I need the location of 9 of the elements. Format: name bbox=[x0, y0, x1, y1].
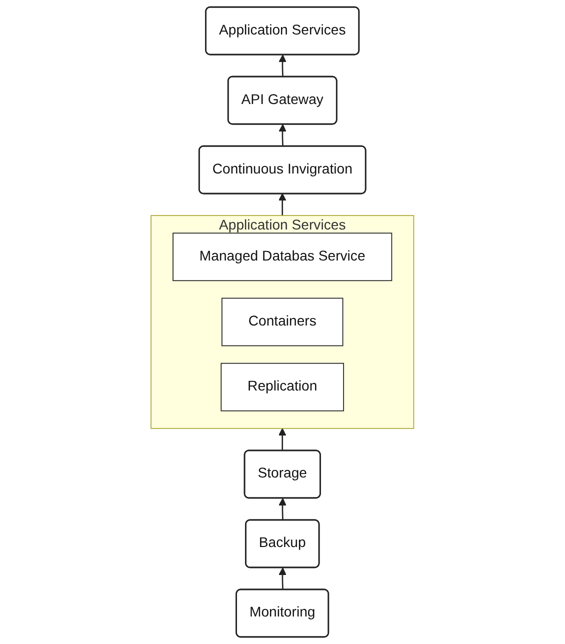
node-box: Managed Databas Service bbox=[172, 232, 392, 282]
arrow bbox=[278, 428, 286, 450]
arrow bbox=[278, 124, 286, 147]
arrow bbox=[278, 193, 286, 216]
node-box: Replication bbox=[220, 362, 344, 412]
arrow bbox=[278, 54, 286, 78]
arrow bbox=[278, 568, 286, 590]
node-box: Containers bbox=[222, 298, 344, 346]
arrow bbox=[278, 498, 286, 520]
